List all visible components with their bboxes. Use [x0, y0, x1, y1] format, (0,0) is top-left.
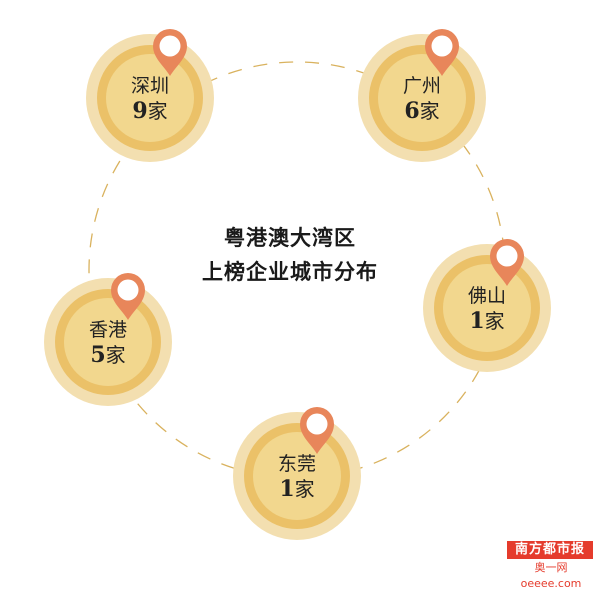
city-count: 9家: [132, 98, 168, 124]
city-count: 1家: [279, 476, 315, 502]
newspaper-logo: 南方都市报: [507, 541, 593, 559]
city-inner-disc: [443, 264, 531, 352]
map-pin-icon: [425, 29, 459, 76]
city-label-hongkong: 香港 5家: [63, 318, 153, 368]
city-label-foshan: 佛山 1家: [442, 284, 532, 334]
website-link[interactable]: 奥一网oeeee.com: [520, 561, 582, 590]
city-name: 东莞: [277, 453, 316, 475]
city-node-dongguan: [233, 407, 361, 540]
diagram-title-line2: 上榜企业城市分布: [202, 260, 378, 284]
city-node-shenzhen: [86, 29, 214, 162]
city-label-shenzhen: 深圳 9家: [105, 74, 195, 124]
city-inner-disc: [64, 298, 152, 386]
map-pin-hole: [117, 279, 139, 301]
city-name: 深圳: [130, 75, 169, 97]
city-name: 广州: [402, 75, 441, 97]
city-inner-disc: [378, 54, 466, 142]
city-node-guangzhou: [358, 29, 486, 162]
map-pin-icon: [490, 239, 524, 286]
diagram-stage: 粤港澳大湾区 上榜企业城市分布 深圳 9家 广州 6家 佛山 1家 东莞 1家 …: [44, 29, 593, 590]
city-name: 佛山: [467, 285, 506, 307]
city-count: 5家: [90, 342, 126, 368]
city-inner-disc: [106, 54, 194, 142]
map-pin-hole: [496, 245, 518, 267]
city-node-hongkong: [44, 273, 172, 406]
map-pin-icon: [153, 29, 187, 76]
map-pin-hole: [159, 35, 181, 57]
map-pin-hole: [431, 35, 453, 57]
map-pin-icon: [300, 407, 334, 454]
city-distribution-diagram: [44, 29, 551, 540]
city-node-foshan: [423, 239, 551, 372]
city-count: 1家: [469, 308, 505, 334]
map-pin-icon: [111, 273, 145, 320]
city-label-guangzhou: 广州 6家: [377, 74, 467, 124]
city-name: 香港: [88, 319, 127, 341]
map-pin-hole: [306, 413, 328, 435]
city-inner-disc: [253, 432, 341, 520]
city-count: 6家: [404, 98, 440, 124]
diagram-title-line1: 粤港澳大湾区: [224, 226, 356, 250]
city-label-dongguan: 东莞 1家: [252, 452, 342, 502]
